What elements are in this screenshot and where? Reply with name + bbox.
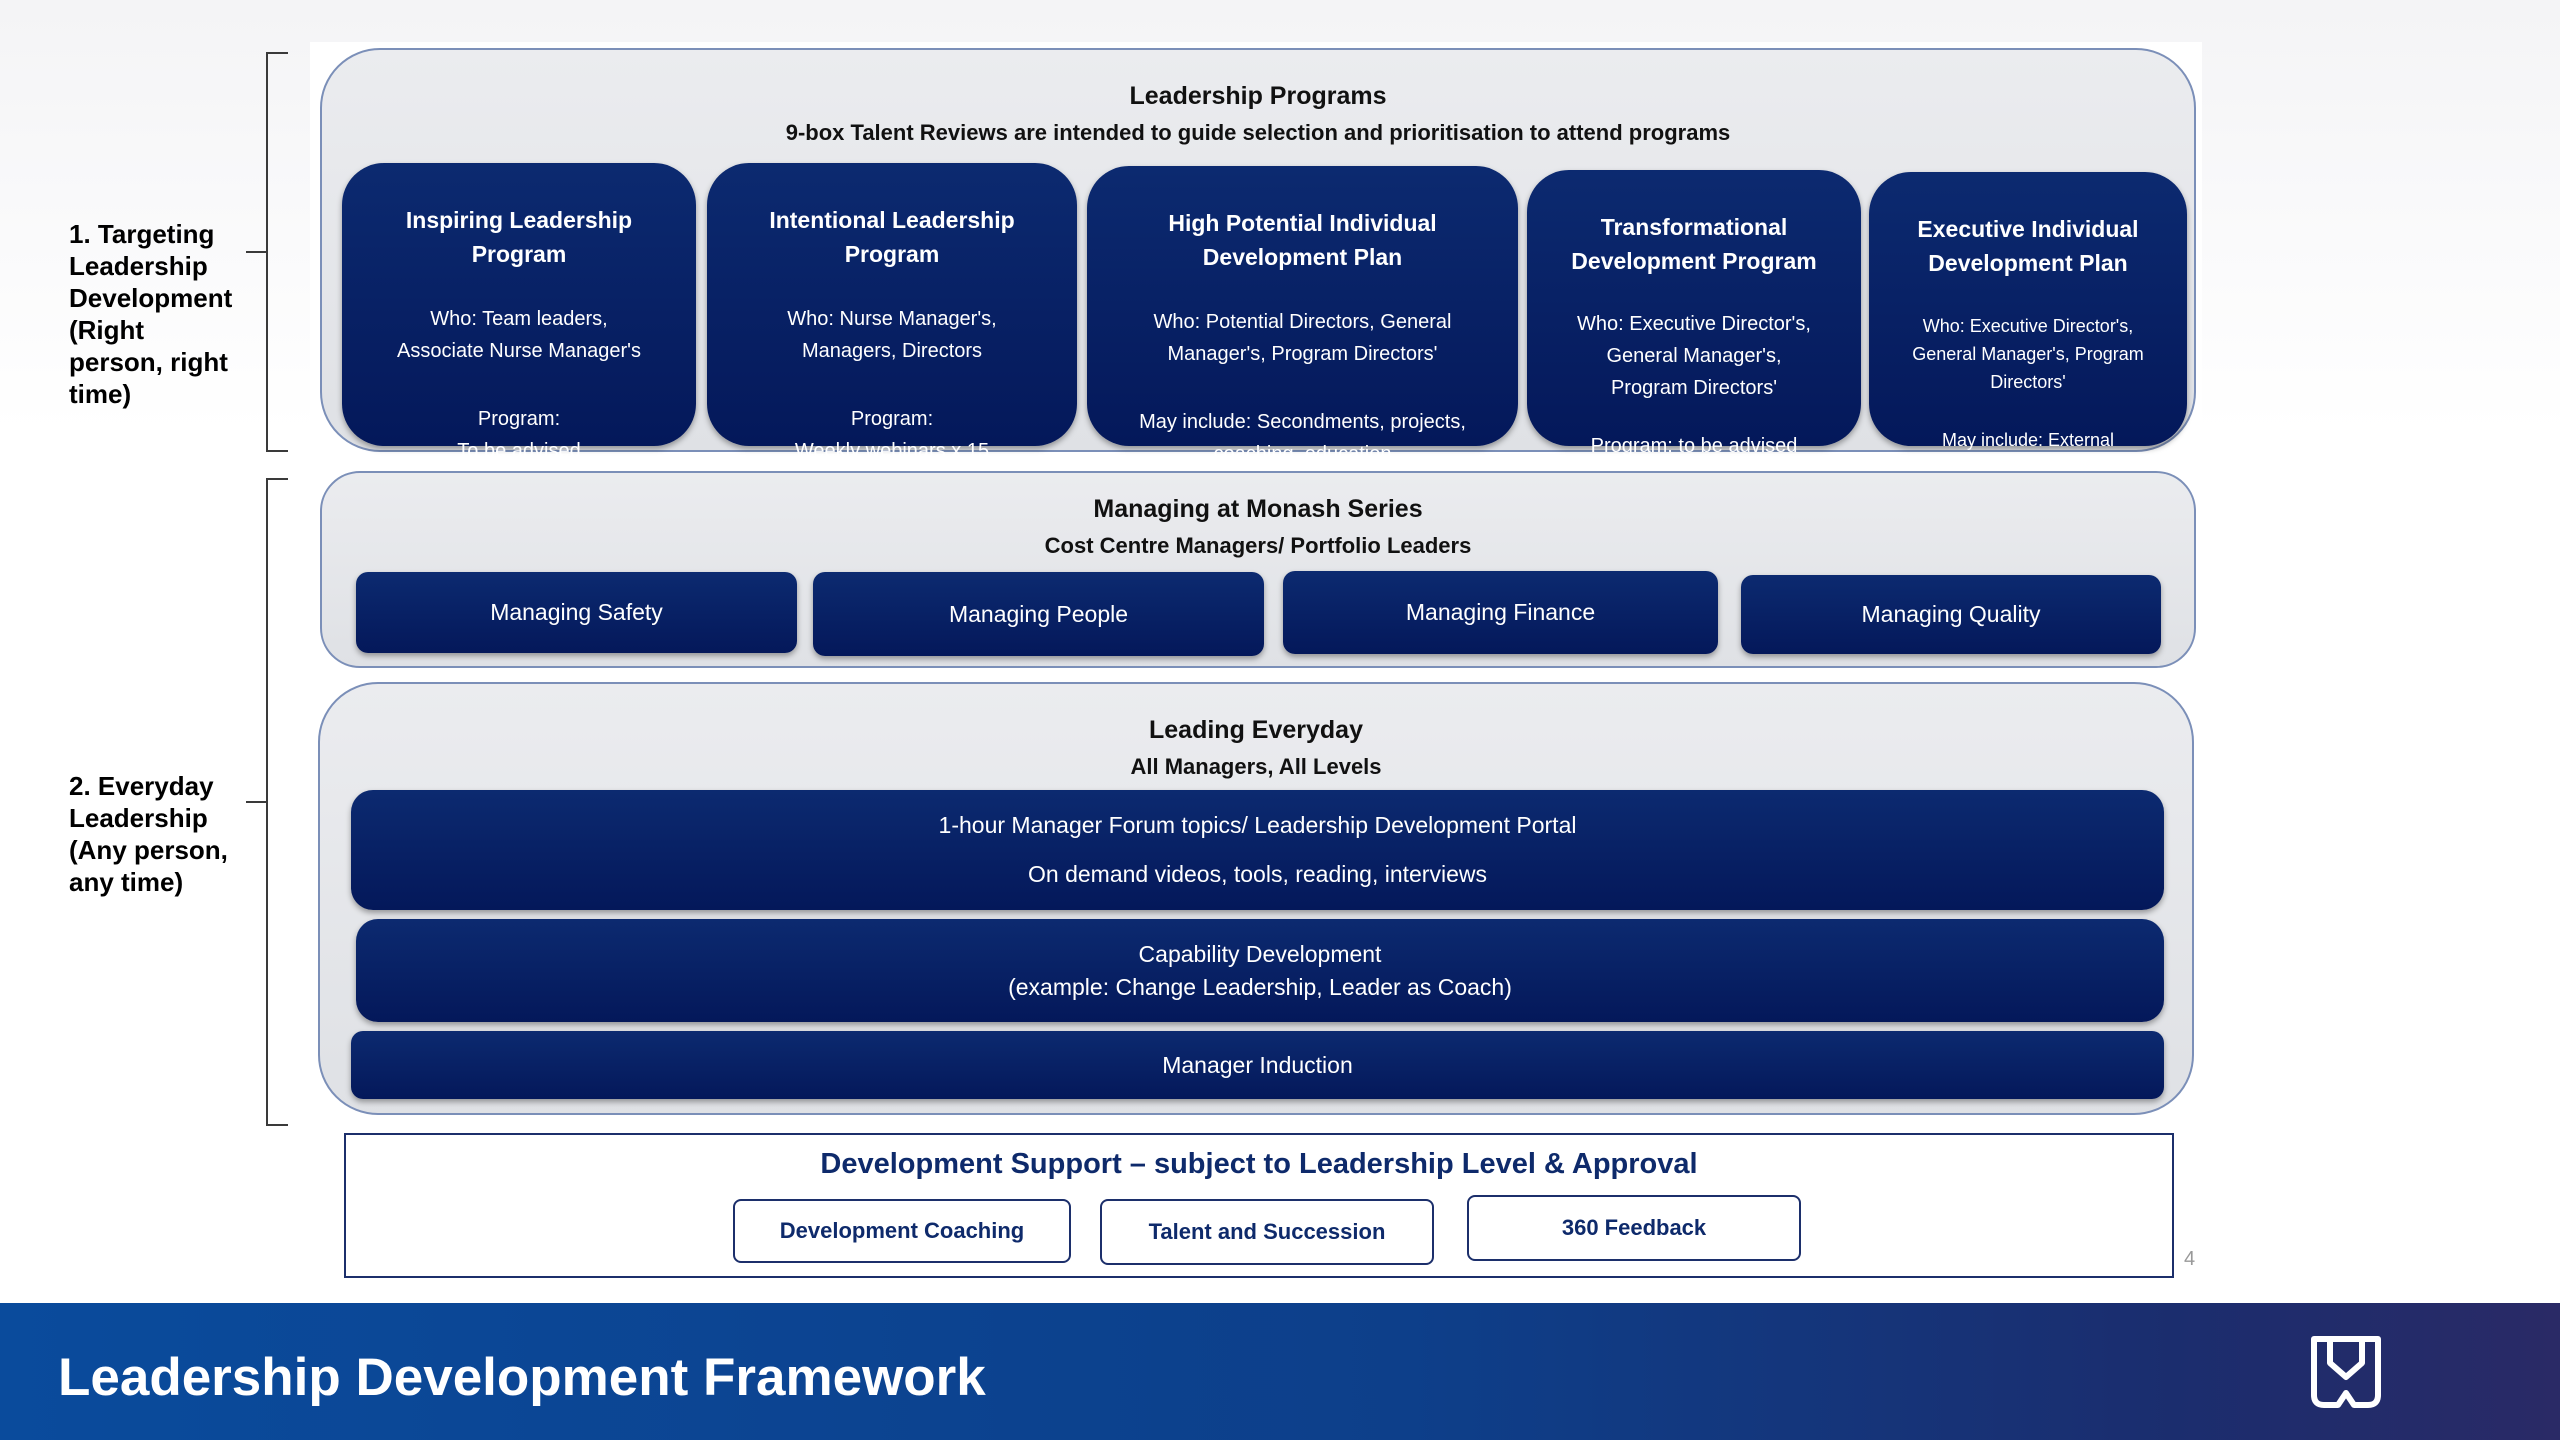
program-card-title: Intentional Leadership Program (769, 207, 1015, 267)
program-card-who: Who: Potential Directors, General Manage… (1153, 311, 1452, 365)
program-card-detail: Program: To be advised (457, 408, 581, 462)
footer-bar: Leadership Development Framework (0, 1303, 2560, 1440)
program-card-title: Executive Individual Development Plan (1917, 216, 2139, 276)
program-card-detail: May include: Secondments, projects, coac… (1139, 411, 1466, 465)
leadership-programs-subtitle: 9-box Talent Reviews are intended to gui… (785, 120, 1731, 145)
program-card-executive[interactable]: Executive Individual Development Plan Wh… (1869, 172, 2187, 450)
program-card-who: Who: Team leaders, Associate Nurse Manag… (397, 308, 641, 362)
leading-everyday-subtitle: All Managers, All Levels (1130, 754, 1382, 779)
footer-title: Leadership Development Framework (58, 1348, 986, 1407)
development-coaching-button[interactable]: Development Coaching (733, 1199, 1071, 1263)
program-card-high-potential[interactable]: High Potential Individual Development Pl… (1087, 166, 1518, 465)
on-demand-resources: On demand videos, tools, reading, interv… (1028, 861, 1487, 887)
capability-development-bar[interactable]: Capability Development (example: Change … (356, 919, 2164, 1022)
program-card-who: Who: Nurse Manager's, Managers, Director… (787, 308, 997, 362)
managing-finance-button[interactable]: Managing Finance (1283, 571, 1718, 654)
managing-series-subtitle: Cost Centre Managers/ Portfolio Leaders (1044, 533, 1472, 558)
program-card-intentional[interactable]: Intentional Leadership Program Who: Nurs… (707, 163, 1077, 462)
development-support-title: Development Support – subject to Leaders… (820, 1148, 1698, 1180)
program-card-detail: Program: to be advised (1590, 435, 1798, 457)
monash-health-logo-icon (2311, 1336, 2381, 1408)
targeting-brace (266, 52, 268, 452)
program-card-title: Inspiring Leadership Program (405, 207, 633, 267)
program-card-who: Who: Executive Director's, General Manag… (1577, 313, 1811, 399)
leadership-programs-title: Leadership Programs (1129, 82, 1387, 110)
program-card-inspiring[interactable]: Inspiring Leadership Program Who: Team l… (342, 163, 696, 462)
managing-safety-button[interactable]: Managing Safety (356, 572, 797, 653)
program-card-title: High Potential Individual Development Pl… (1168, 210, 1437, 270)
manager-forum-bar[interactable]: 1-hour Manager Forum topics/ Leadership … (351, 790, 2164, 910)
program-card-who: Who: Executive Director's, General Manag… (1912, 316, 2144, 392)
managing-quality-button[interactable]: Managing Quality (1741, 575, 2161, 654)
capability-development-title: Capability Development (1138, 940, 1382, 967)
talent-succession-button[interactable]: Talent and Succession (1100, 1199, 1434, 1265)
targeting-label: 1. Targeting Leadership Development (Rig… (69, 219, 233, 409)
everyday-brace (266, 478, 268, 1126)
leading-everyday-title: Leading Everyday (1149, 716, 1363, 744)
program-card-detail: May include: External (1941, 430, 2115, 450)
everyday-label: 2. Everyday Leadership (Any person, any … (69, 771, 228, 897)
program-card-detail: Program: Weekly webinars x 15 (794, 408, 990, 462)
capability-development-example: (example: Change Leadership, Leader as C… (1008, 973, 1512, 1000)
page-number: 4 (2184, 1248, 2196, 1270)
managing-people-button[interactable]: Managing People (813, 572, 1264, 656)
manager-induction-bar[interactable]: Manager Induction (351, 1031, 2164, 1099)
feedback-360-button[interactable]: 360 Feedback (1467, 1195, 1801, 1261)
program-card-transformational[interactable]: Transformational Development Program Who… (1527, 170, 1861, 457)
managing-series-title: Managing at Monash Series (1093, 495, 1423, 523)
manager-forum-topics: 1-hour Manager Forum topics/ Leadership … (938, 812, 1577, 838)
program-card-title: Transformational Development Program (1571, 214, 1817, 274)
